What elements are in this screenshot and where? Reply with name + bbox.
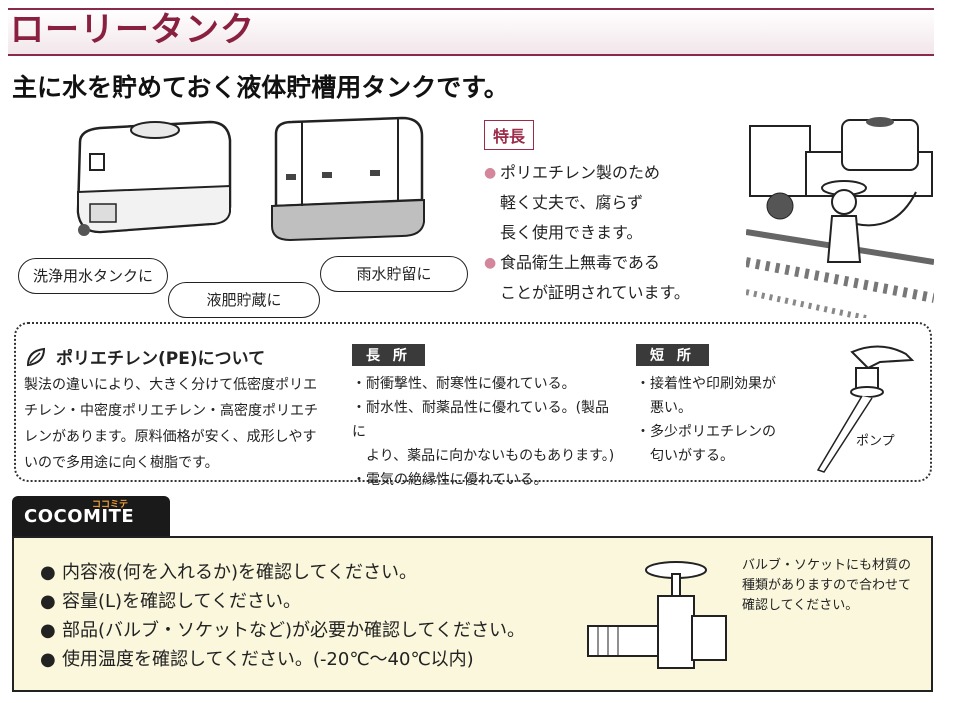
feature-item: ● ポリエチレン製のため 軽く丈夫で、腐らず 長く使用できます。 [484,158,734,248]
page-title: ローリータンク [10,10,255,50]
pros-label: 長 所 [352,344,425,366]
pe-description: 製法の違いにより、大きく分けて低密度ポリエチレン・中密度ポリエチレン・高密度ポリ… [24,377,318,471]
bullet-icon: ● [40,649,56,670]
cocomite-item: ●使用温度を確認してください。(-20℃〜40℃以内) [40,645,525,674]
pump-illustration [816,345,915,473]
pe-title: ポリエチレン(PE)について [24,344,265,369]
bullet-icon: ● [484,255,497,271]
pump-label: ポンプ [856,434,895,449]
cocomite-item: ●部品(バルブ・ソケットなど)が必要か確認してください。 [40,616,525,645]
pros-item: ・耐水性、耐薬品性に優れている。(製品に より、薬品に向かないものもあります。) [352,400,615,464]
cocomite-note: バルブ・ソケットにも材質の種類がありますので合わせて確認してください。 [742,558,912,613]
tank-illustration-1 [76,120,232,236]
page-subtitle: 主に水を貯めておく液体貯槽用タンクです。 [12,73,509,102]
pros-item: ・耐衝撃性、耐寒性に優れている。 [352,376,576,392]
valve-socket-illustration [587,561,727,669]
cons-list: ・接着性や印刷効果が 悪い。 ・多少ポリエチレンの 匂いがする。 [636,372,816,468]
bullet-icon: ● [40,591,56,612]
cocomite-brand-small: ココミテ [92,500,129,510]
bullet-icon: ● [484,165,497,181]
pros-item: ・電気の絶縁性に優れている。 [352,472,548,488]
cocomite-tab [12,496,170,538]
features-badge: 特長 [484,120,535,150]
farmer-truck-illustration [746,112,934,318]
bullet-icon: ● [40,620,56,641]
cocomite-item: ●内容液(何を入れるか)を確認してください。 [40,558,525,587]
cons-label: 短 所 [636,344,709,366]
use-bubble-washing: 洗浄用水タンクに [18,258,168,294]
page-header [8,8,934,56]
tank-illustration-2 [271,116,425,242]
features-list: ● ポリエチレン製のため 軽く丈夫で、腐らず 長く使用できます。 ● 食品衛生上… [484,158,734,308]
cocomite-brand: COCOMITE [24,506,135,527]
cocomite-box [12,536,933,692]
pe-info-box [14,322,932,482]
cocomite-list: ●内容液(何を入れるか)を確認してください。 ●容量(L)を確認してください。 … [40,558,525,674]
bullet-icon: ● [40,562,56,583]
feature-item: ● 食品衛生上無毒である ことが証明されています。 [484,248,734,308]
cons-item: ・多少ポリエチレンの 匂いがする。 [636,424,776,464]
cocomite-item: ●容量(L)を確認してください。 [40,587,525,616]
cons-item: ・接着性や印刷効果が 悪い。 [636,376,776,416]
leaf-icon [26,347,46,366]
pros-list: ・耐衝撃性、耐寒性に優れている。 ・耐水性、耐薬品性に優れている。(製品に より… [352,372,622,492]
use-bubble-rainwater: 雨水貯留に [320,256,468,292]
use-bubble-fertilizer: 液肥貯蔵に [168,282,320,318]
